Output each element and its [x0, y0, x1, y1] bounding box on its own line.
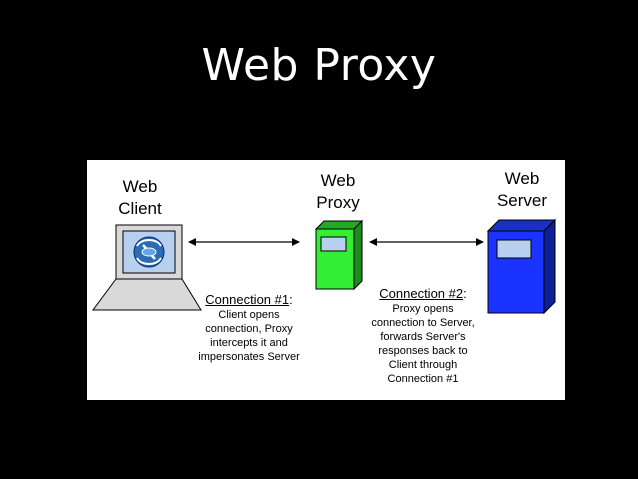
client-label: Web Client — [118, 177, 162, 218]
connection-1-note: Connection #1: Client opens connection, … — [187, 292, 311, 364]
connection-1-title: Connection #1: — [205, 292, 293, 307]
connection-2-note: Connection #2: Proxy opens connection to… — [363, 286, 483, 386]
proxy-label: Web Proxy — [316, 171, 360, 212]
browser-logo-icon — [133, 236, 165, 268]
web-server-icon — [486, 218, 557, 315]
server-label: Web Server — [496, 169, 548, 210]
connection-2-title: Connection #2: — [379, 286, 467, 301]
diagram-graphics — [92, 218, 557, 315]
slide-title: Web Proxy — [201, 40, 437, 91]
laptop-icon — [92, 224, 202, 311]
connection-2-description: Proxy opens connection to Server, forwar… — [371, 303, 475, 385]
connection-1-description: Client opens connection, Proxy intercept… — [198, 309, 300, 363]
diagram-panel: Web Client Web Proxy Web Server Connecti… — [87, 160, 565, 400]
proxy-server-icon — [314, 219, 364, 291]
